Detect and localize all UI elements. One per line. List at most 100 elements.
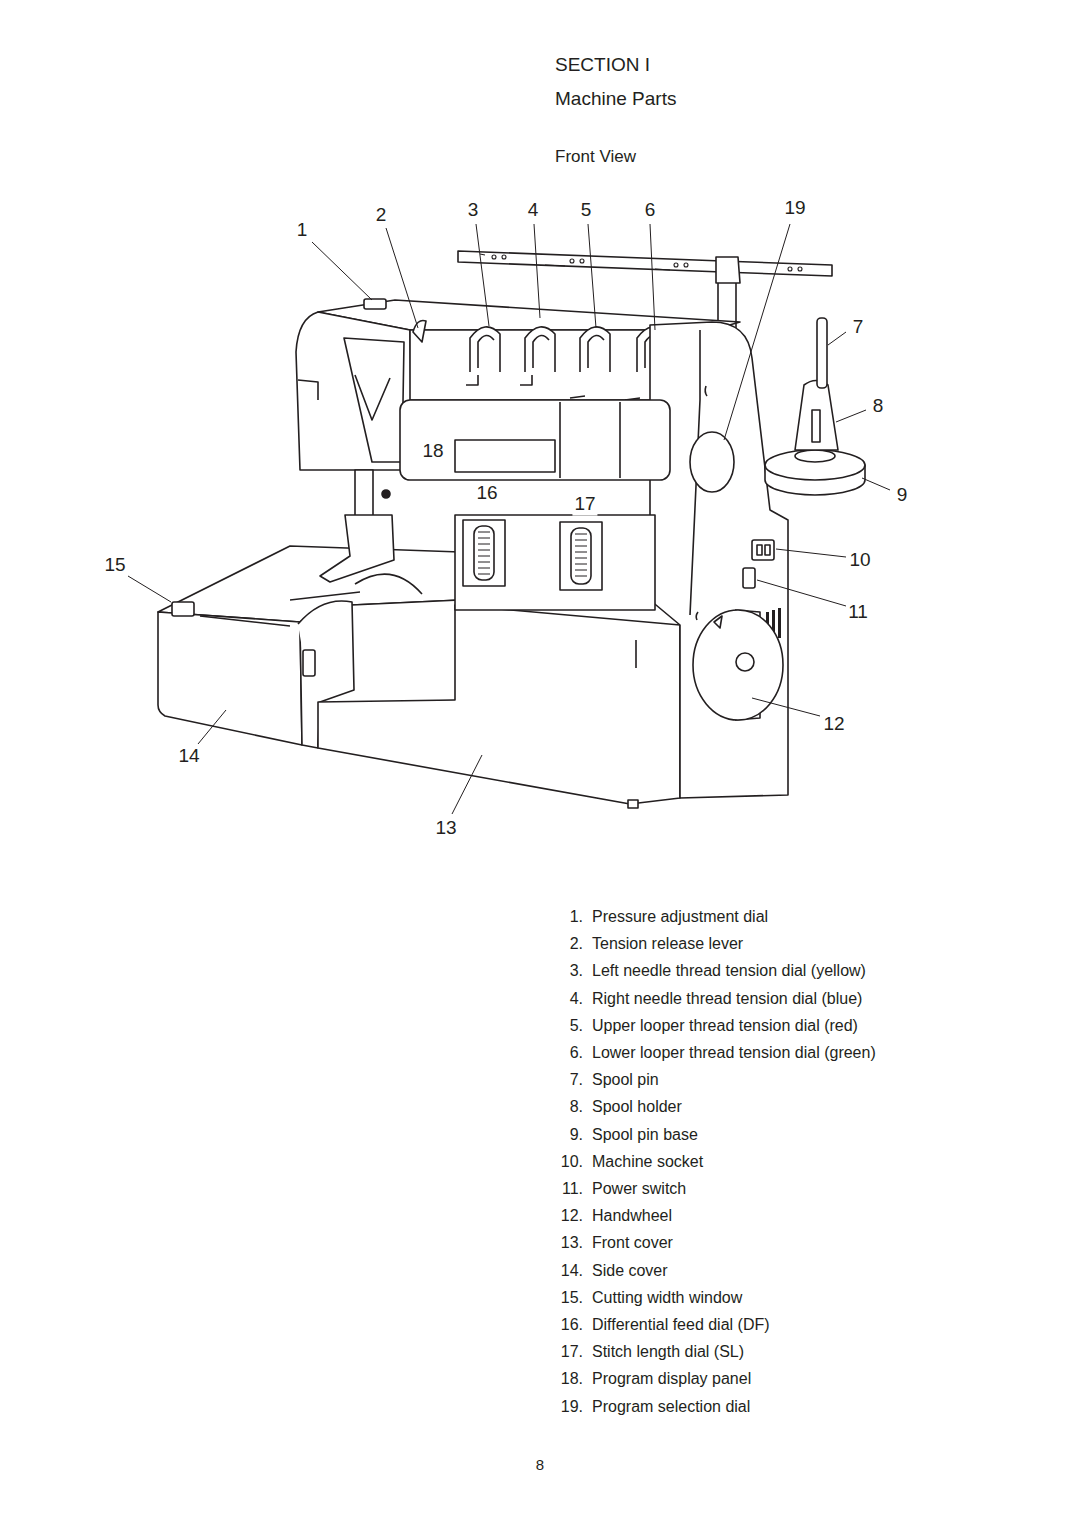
leader-lines [128, 224, 890, 814]
callout-number: 9 [895, 484, 910, 507]
leader-line [757, 580, 846, 606]
part-name: Spool pin [592, 1071, 659, 1090]
leader-line [776, 549, 846, 557]
thread-guide-slot [480, 254, 670, 270]
callout-number: 5 [579, 199, 594, 222]
spool-holder [795, 381, 838, 451]
machine-drawing [158, 251, 865, 808]
leader-line [312, 242, 372, 300]
callout-number: 2 [374, 204, 389, 227]
callout-number: 10 [847, 549, 872, 572]
thread-guide-hole [580, 259, 584, 263]
part-name: Program display panel [592, 1370, 751, 1389]
vent-slot [778, 608, 781, 638]
leader-line [752, 698, 820, 716]
thread-stand-block [716, 257, 740, 283]
part-name: Handwheel [592, 1207, 672, 1226]
part-name: Program selection dial [592, 1397, 750, 1416]
callout-number: 4 [526, 199, 541, 222]
machine-socket [752, 540, 774, 560]
part-name: Spool pin base [592, 1125, 698, 1144]
socket-pin [765, 545, 770, 555]
callout-number: 14 [176, 745, 201, 768]
list-number: 19. [561, 1397, 583, 1416]
head-face [296, 312, 412, 470]
list-number: 13. [561, 1234, 583, 1253]
callout-number: 1 [295, 219, 310, 242]
list-number: 9. [570, 1125, 583, 1144]
list-number: 17. [561, 1343, 583, 1362]
handwheel-hub [736, 653, 754, 671]
tension-release-lever [413, 320, 426, 342]
dial-ribs [478, 532, 587, 576]
list-number: 8. [570, 1098, 583, 1117]
handwheel [693, 610, 783, 720]
leader-line [386, 228, 418, 328]
part-name: Right needle thread tension dial (blue) [592, 989, 862, 1008]
callout-number: 17 [572, 493, 597, 516]
list-number: 5. [570, 1016, 583, 1035]
part-name: Cutting width window [592, 1288, 742, 1307]
list-number: 1. [570, 907, 583, 926]
part-name: Lower looper thread tension dial (green) [592, 1043, 876, 1062]
view-label: Front View [555, 147, 636, 167]
part-name: Machine socket [592, 1152, 703, 1171]
thread-guide-hole [674, 263, 678, 267]
thread-guide-hole [502, 255, 506, 259]
thread-stand-bar [458, 251, 832, 276]
page-number: 8 [536, 1456, 544, 1474]
callout-number: 6 [643, 199, 658, 222]
handwheel-marker [714, 616, 722, 628]
thread-guides [480, 254, 802, 271]
leader-line [534, 224, 540, 318]
callout-number: 12 [821, 713, 846, 736]
leader-line [724, 224, 790, 440]
thread-guide-hole [788, 267, 792, 271]
program-display-panel [455, 440, 555, 472]
display-housing [400, 400, 670, 480]
list-number: 3. [570, 962, 583, 981]
cover-latch [303, 650, 315, 676]
callout-number: 8 [871, 395, 886, 418]
list-number: 15. [561, 1288, 583, 1307]
thread-guide [466, 375, 640, 400]
leader-line [650, 224, 655, 330]
list-number: 2. [570, 935, 583, 954]
right-housing [650, 322, 788, 798]
part-name: Power switch [592, 1179, 686, 1198]
list-number: 14. [561, 1261, 583, 1280]
leader-line [452, 755, 482, 814]
part-name: Tension release lever [592, 935, 743, 954]
dial-recess [463, 520, 505, 586]
spool-pin [817, 318, 827, 388]
leader-line [128, 576, 171, 602]
callout-number: 3 [466, 199, 481, 222]
needle-plate-edge [355, 574, 422, 594]
thread-guide-hole [570, 259, 574, 263]
dial-recess [560, 522, 602, 590]
part-name: Left needle thread tension dial (yellow) [592, 962, 866, 981]
housing-mark [705, 386, 707, 396]
list-number: 7. [570, 1071, 583, 1090]
callout-number: 7 [851, 316, 866, 339]
power-switch [743, 568, 755, 588]
callout-number: 18 [420, 440, 445, 463]
callout-number: 11 [846, 601, 870, 624]
section-title: SECTION I Machine Parts [555, 48, 705, 116]
leader-line [862, 478, 890, 490]
cover-detail [200, 616, 636, 668]
list-number: 6. [570, 1043, 583, 1062]
spool-disk [795, 450, 835, 462]
pressure-dial [364, 299, 386, 309]
list-number: 18. [561, 1370, 583, 1389]
head-notch [298, 380, 318, 400]
leader-line [588, 224, 596, 328]
list-number: 12. [561, 1207, 583, 1226]
differential-feed-dial [474, 526, 494, 580]
callout-number: 19 [782, 197, 807, 220]
leader-line [828, 332, 846, 345]
dial-panel [455, 515, 655, 610]
list-number: 4. [570, 989, 583, 1008]
part-name: Spool holder [592, 1098, 682, 1117]
